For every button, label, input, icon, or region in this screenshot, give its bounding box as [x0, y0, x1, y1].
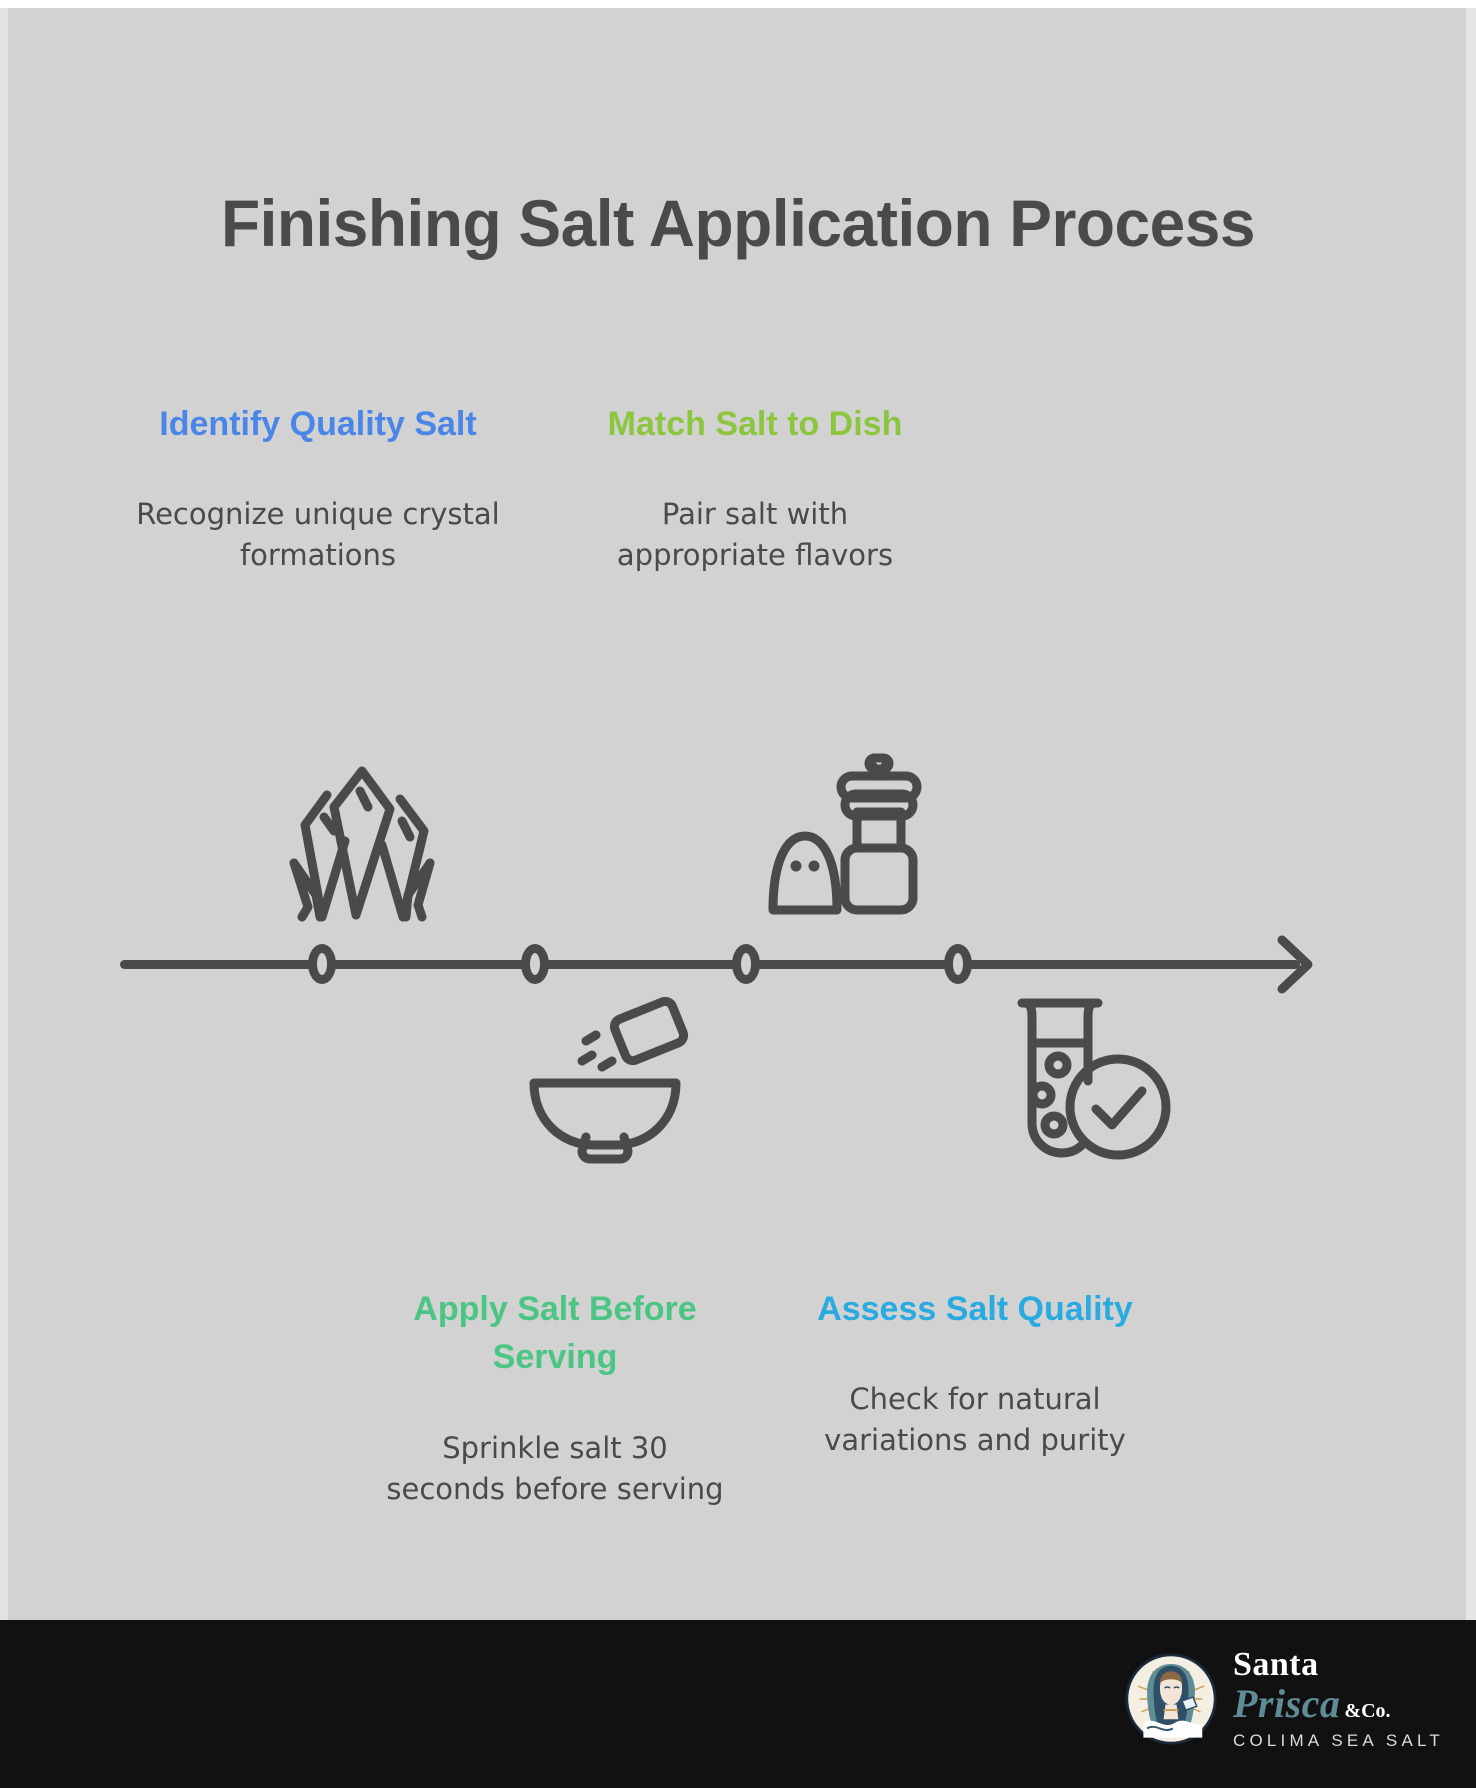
salt-crystals-icon: [272, 755, 452, 935]
page-title: Finishing Salt Application Process: [220, 186, 1256, 260]
process-timeline: [110, 930, 1320, 1000]
step-3-body: Sprinkle salt 30 seconds before serving: [386, 1430, 724, 1506]
step-2-text-block: Match Salt to Dish Pair salt with approp…: [592, 400, 918, 577]
timeline-marker-2[interactable]: [521, 944, 549, 984]
test-tube-check-icon: [1000, 985, 1180, 1165]
left-edge-strip: [0, 8, 8, 1620]
right-edge-strip: [1466, 8, 1476, 1620]
brand-name-line2: Prisca: [1232, 1681, 1341, 1726]
footer-bar: Santa Prisca &Co. COLIMA SEA SALT: [0, 1620, 1476, 1788]
step-2-heading: Match Salt to Dish: [607, 405, 903, 443]
step-1-heading: Identify Quality Salt: [159, 405, 477, 443]
step-1-body: Recognize unique crystal formations: [136, 497, 500, 573]
infographic-canvas: [0, 8, 1476, 1620]
brand-name-line1: Santa: [1232, 1646, 1319, 1683]
step-4-text-block: Assess Salt Quality Check for natural va…: [810, 1285, 1140, 1462]
step-4-body: Check for natural variations and purity: [824, 1382, 1126, 1458]
brand-wordmark: Santa Prisca &Co. COLIMA SEA SALT: [1232, 1646, 1444, 1750]
timeline-line: [120, 960, 1300, 969]
step-1-text-block: Identify Quality Salt Recognize unique c…: [118, 400, 518, 577]
brand-suffix: &Co.: [1344, 1700, 1391, 1722]
santa-prisca-medallion-icon: [1125, 1652, 1217, 1745]
step-4-heading: Assess Salt Quality: [817, 1290, 1133, 1328]
right-arrow-icon: [1277, 935, 1313, 994]
timeline-marker-1[interactable]: [308, 944, 336, 984]
timeline-marker-4[interactable]: [944, 944, 972, 984]
step-2-body: Pair salt with appropriate flavors: [616, 497, 894, 573]
salt-shaker-grinder-icon: [757, 750, 937, 930]
bowl-sprinkle-icon: [520, 985, 700, 1165]
brand-tagline: COLIMA SEA SALT: [1232, 1731, 1444, 1750]
timeline-marker-3[interactable]: [732, 944, 760, 984]
brand-logo: Santa Prisca &Co. COLIMA SEA SALT: [1125, 1648, 1444, 1749]
step-3-text-block: Apply Salt Before Serving Sprinkle salt …: [385, 1285, 725, 1510]
step-3-heading: Apply Salt Before Serving: [413, 1290, 697, 1377]
